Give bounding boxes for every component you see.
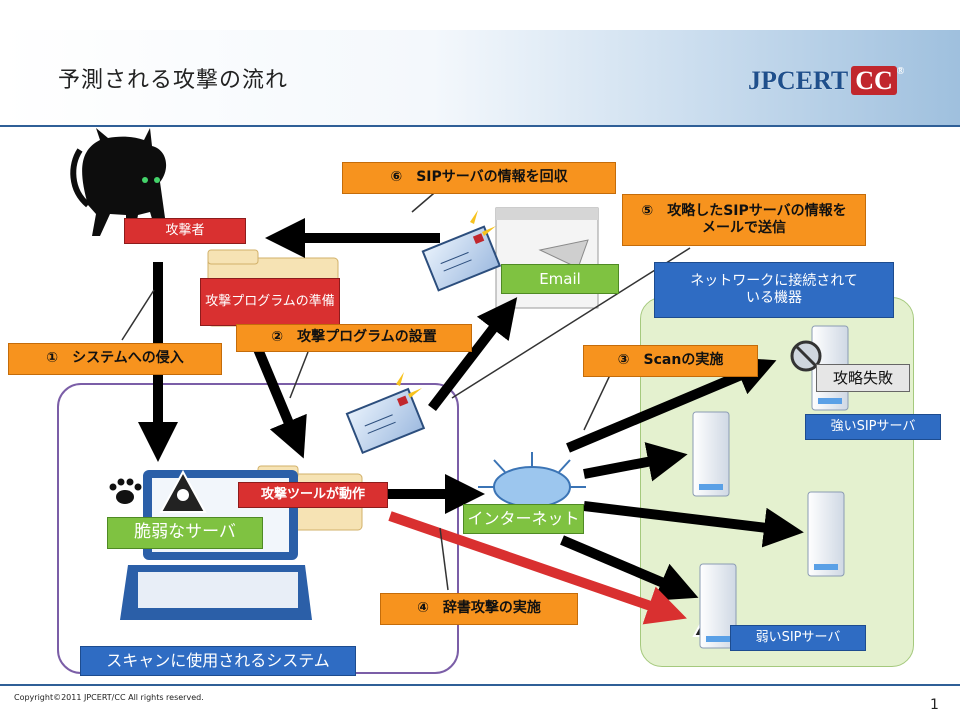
scan-system-label: スキャンに使用されるシステム	[80, 646, 356, 676]
slide-header	[0, 30, 960, 127]
skull-warning-icon	[159, 469, 207, 513]
attack-tool-running-label: 攻撃ツールが動作	[238, 482, 388, 508]
attack-failed-label: 攻略失敗	[816, 364, 910, 392]
step6-label: ⑥ SIPサーバの情報を回収	[342, 162, 616, 194]
envelope-icon	[345, 387, 426, 455]
paw-print-icon	[109, 478, 142, 504]
strong-sip-server-label: 強いSIPサーバ	[805, 414, 941, 440]
black-cat-icon	[70, 128, 167, 236]
step3-label: ③ Scanの実施	[583, 345, 758, 377]
network-devices-label: ネットワークに接続されている機器	[654, 262, 894, 318]
step4-label: ④ 辞書攻撃の実施	[380, 593, 578, 625]
server-icon	[692, 411, 730, 497]
server-icon	[807, 491, 845, 577]
sparkle-icon	[396, 210, 496, 398]
envelope-icon	[421, 225, 502, 292]
internet-globe-icon	[478, 452, 586, 508]
page-number: 1	[930, 697, 939, 713]
internet-label: インターネット	[463, 504, 584, 534]
logo-badge: CC	[851, 66, 897, 95]
server-icon	[699, 563, 737, 649]
prohibited-icon	[790, 340, 822, 372]
attack-program-prep-label: 攻撃プログラムの準備	[200, 278, 340, 326]
slide-title: 予測される攻撃の流れ	[58, 68, 289, 93]
attacker-label: 攻撃者	[124, 218, 246, 244]
step1-label: ① システムへの侵入	[8, 343, 222, 375]
copyright-text: Copyright©2011 JPCERT/CC All rights rese…	[14, 693, 204, 702]
logo-mark: ®	[896, 66, 905, 77]
dictionary-attack-arrow	[388, 511, 687, 625]
email-label: Email	[501, 264, 619, 294]
step2-label: ② 攻撃プログラムの設置	[236, 324, 472, 352]
step5-label: ⑤ 攻略したSIPサーバの情報をメールで送信	[622, 194, 866, 246]
logo-text: JPCERT	[748, 66, 849, 95]
footer-divider	[0, 684, 960, 686]
vulnerable-server-label: 脆弱なサーバ	[107, 517, 263, 549]
weak-sip-server-label: 弱いSIPサーバ	[730, 625, 866, 651]
